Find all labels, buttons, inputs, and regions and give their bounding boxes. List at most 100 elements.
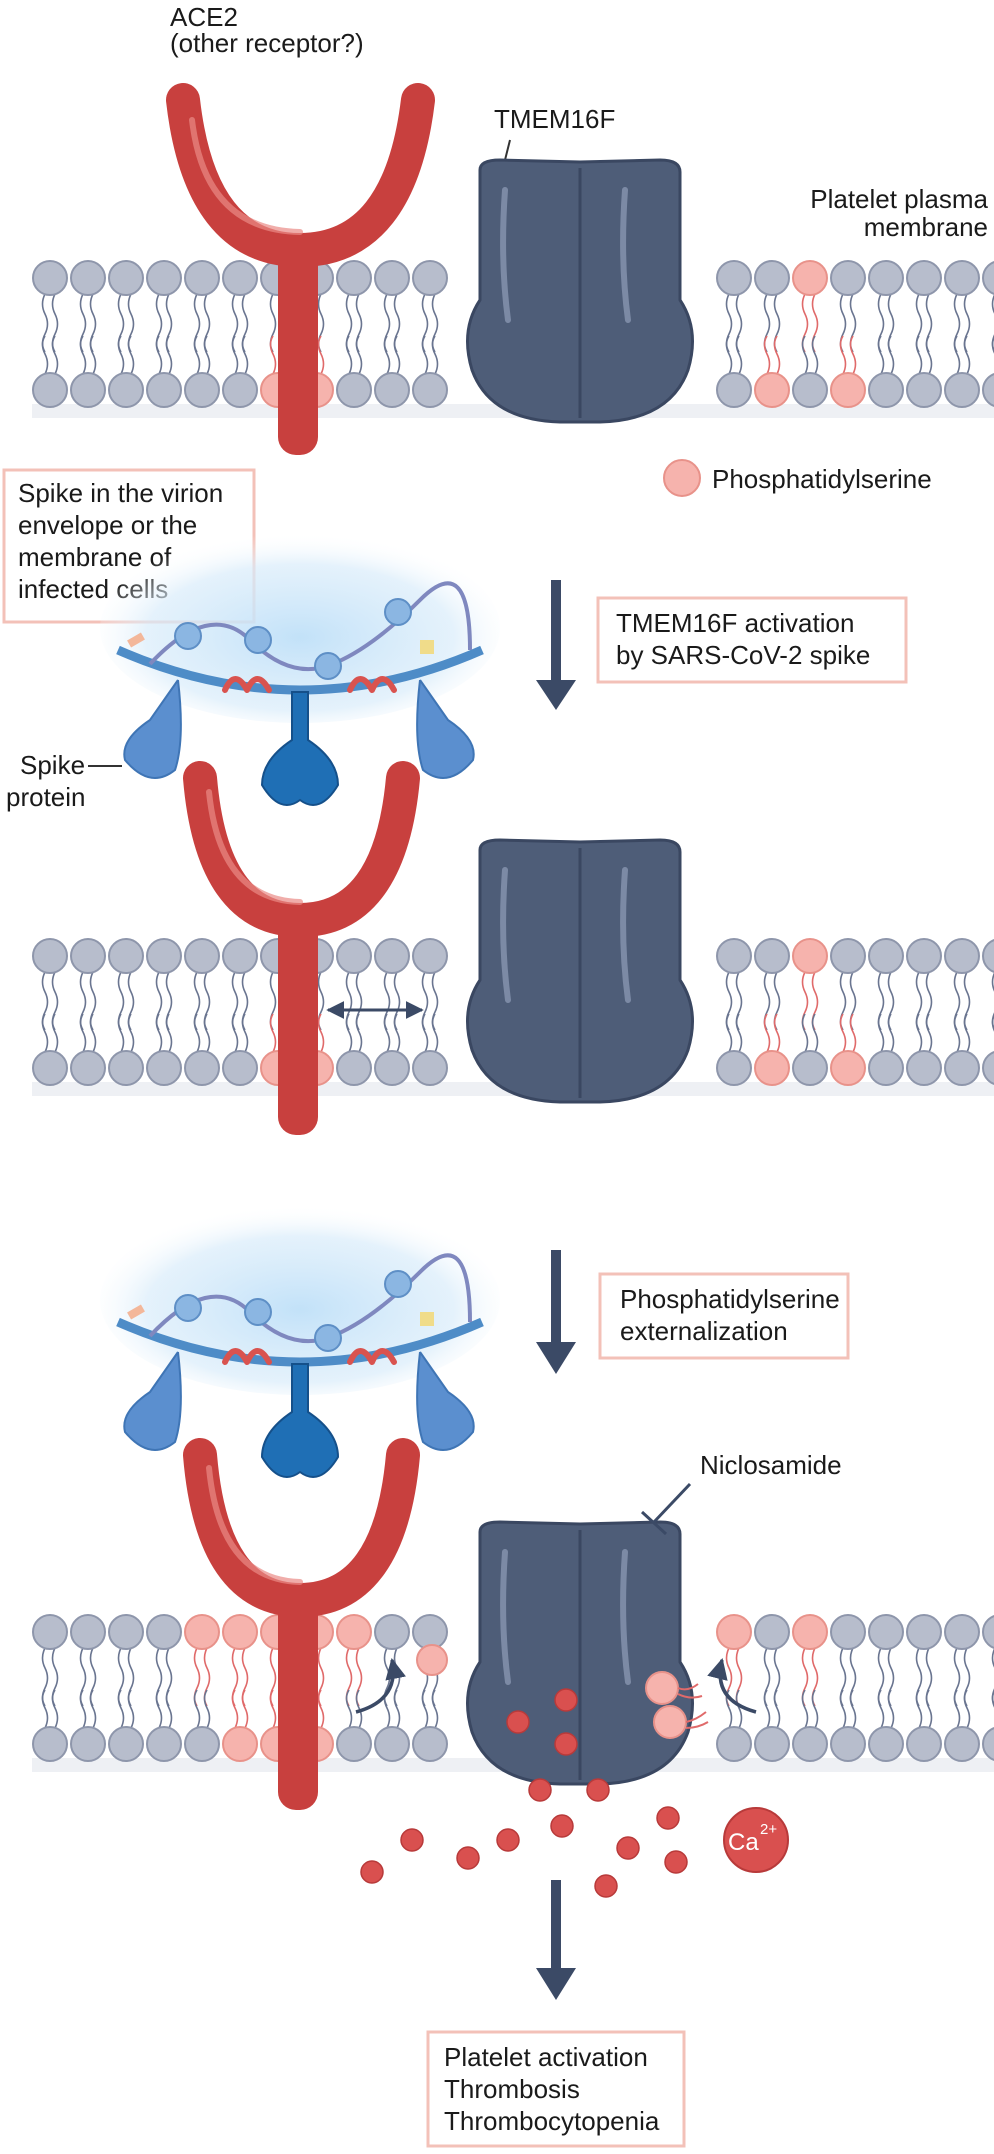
lipid-head — [223, 1051, 257, 1085]
lipid-head — [755, 1727, 789, 1761]
lipid-head — [793, 1051, 827, 1085]
channel-label: TMEM16F — [494, 104, 615, 134]
lipid-head — [33, 373, 67, 407]
lipid-tail — [727, 336, 732, 374]
lipid-tail — [319, 336, 324, 374]
lipid-tail — [775, 336, 780, 374]
lipid-head — [831, 261, 865, 295]
lipid-head — [717, 939, 751, 973]
lipid-head — [147, 1051, 181, 1085]
lipid-tail — [803, 1690, 808, 1728]
lipid-head — [945, 261, 979, 295]
lipid-tail — [233, 336, 238, 374]
lipid-head — [983, 373, 994, 407]
nucleocapsid — [245, 1299, 271, 1325]
calcium-ion — [555, 1689, 577, 1711]
outcome-line2: Thrombosis — [444, 2074, 580, 2104]
calcium-ion — [617, 1837, 639, 1859]
lipid-head — [185, 1051, 219, 1085]
lipid-head — [337, 1051, 371, 1085]
lipid-tail — [889, 1690, 894, 1728]
lipid-tail — [205, 1690, 210, 1728]
lipid-head — [337, 261, 371, 295]
calcium-ion — [401, 1829, 423, 1851]
lipid-tail — [917, 336, 922, 374]
calcium-ion — [551, 1815, 573, 1837]
lipid-head — [71, 939, 105, 973]
lipid-head — [869, 1727, 903, 1761]
lipid-head — [109, 1615, 143, 1649]
accessory-protein — [420, 640, 434, 654]
lipid-head — [71, 373, 105, 407]
lipid-head — [223, 261, 257, 295]
lipid-tail — [803, 336, 808, 374]
inhibitor-line — [654, 1484, 690, 1522]
lipid-head — [33, 261, 67, 295]
lipid-head — [413, 373, 447, 407]
lipid-tail — [243, 336, 248, 374]
virion-box-line2: envelope or the — [18, 510, 197, 540]
lipid-head — [33, 939, 67, 973]
lipid-tail — [129, 336, 134, 374]
ps-lipid-head — [223, 1615, 257, 1649]
lipid-head — [907, 939, 941, 973]
lipid-tail — [119, 336, 124, 374]
nucleocapsid — [245, 627, 271, 653]
nucleocapsid — [315, 1325, 341, 1351]
lipid-head — [413, 939, 447, 973]
lipid-tail — [433, 336, 438, 374]
lipid-head — [755, 1615, 789, 1649]
lipid-head — [33, 1727, 67, 1761]
lipid-tail — [927, 336, 932, 374]
lipid-tail — [347, 336, 352, 374]
lipid-tail — [851, 336, 856, 374]
lipid-head — [983, 1727, 994, 1761]
step-arrow-2-head — [536, 1342, 576, 1374]
lipid-head — [109, 1051, 143, 1085]
lipid-tail — [851, 1014, 856, 1052]
lipid-tail — [357, 336, 362, 374]
lipid-tail — [167, 336, 172, 374]
lipid-head — [983, 1615, 994, 1649]
lipid-tail — [395, 1014, 400, 1052]
lipid-tail — [965, 336, 970, 374]
lipid-head — [109, 261, 143, 295]
lipid-head — [337, 1727, 371, 1761]
lipid-head — [375, 1051, 409, 1085]
lipid-tail — [157, 1690, 162, 1728]
ps-legend-label: Phosphatidylserine — [712, 464, 932, 494]
spike-protein-left — [124, 1352, 181, 1450]
calcium-label: Ca — [728, 1829, 759, 1856]
lipid-tail — [319, 1014, 324, 1052]
calcium-ion — [665, 1851, 687, 1873]
lipid-head — [109, 939, 143, 973]
lipid-head — [375, 1615, 409, 1649]
lipid-head — [983, 261, 994, 295]
lipid-tail — [243, 1690, 248, 1728]
lipid-tail — [841, 1690, 846, 1728]
lipid-head — [755, 261, 789, 295]
membrane-label-line2: membrane — [864, 212, 988, 242]
lipid-tail — [965, 1014, 970, 1052]
lipid-tail — [157, 1014, 162, 1052]
lipid-head — [907, 1727, 941, 1761]
lipid-tail — [889, 1014, 894, 1052]
virion-box-line1: Spike in the virion — [18, 478, 223, 508]
lipid-tail — [119, 1690, 124, 1728]
calcium-charge-label: 2+ — [760, 1821, 777, 1838]
lipid-head — [71, 1615, 105, 1649]
lipid-head — [375, 261, 409, 295]
lipid-head — [869, 261, 903, 295]
spike-label-line2: protein — [6, 782, 86, 812]
lipid-tail — [813, 1014, 818, 1052]
lipid-tail — [319, 1690, 324, 1728]
lipid-tail — [841, 1014, 846, 1052]
lipid-head — [831, 939, 865, 973]
calcium-ion — [507, 1711, 529, 1733]
lipid-head — [907, 373, 941, 407]
lipid-tail — [765, 336, 770, 374]
lipid-tail — [91, 1014, 96, 1052]
lipid-head — [223, 373, 257, 407]
lipid-head — [831, 1615, 865, 1649]
